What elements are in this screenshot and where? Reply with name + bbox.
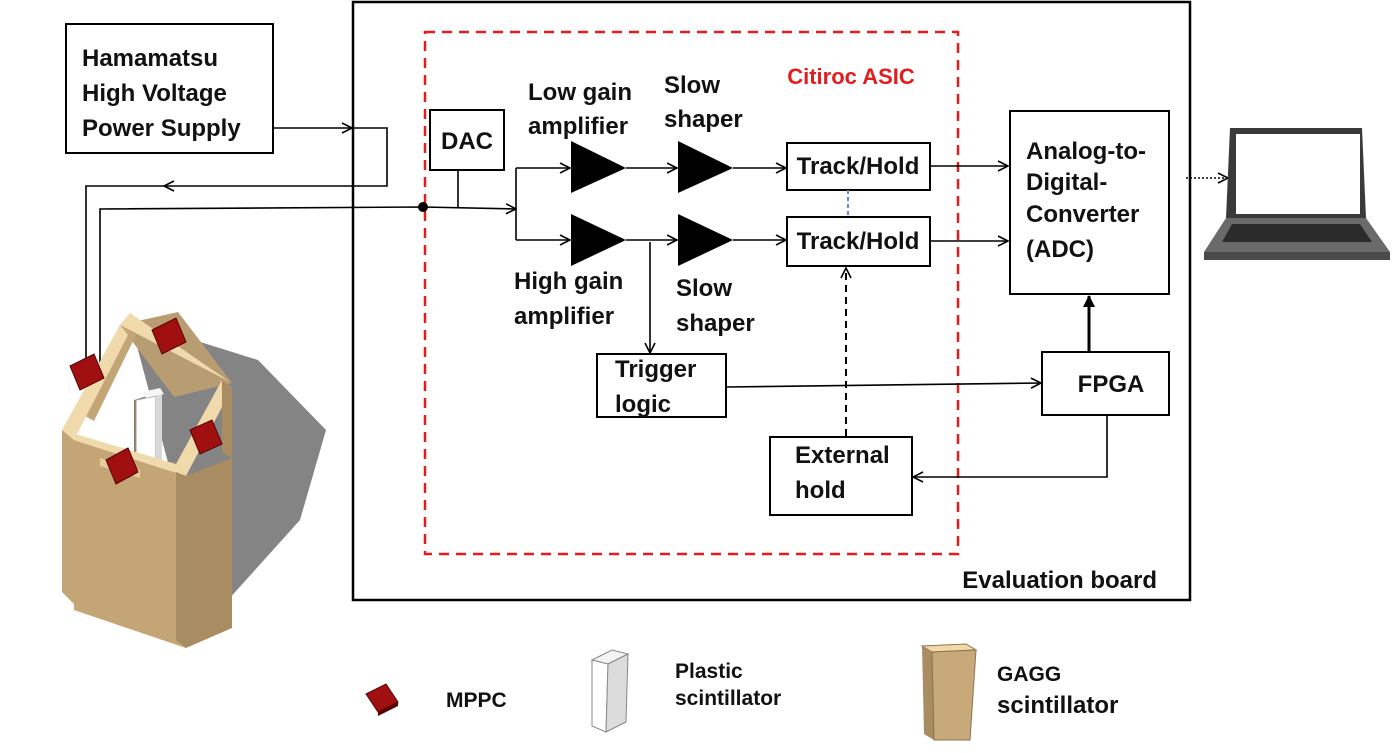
track-hold-top-label: Track/Hold xyxy=(797,153,920,180)
evaluation-board-label: Evaluation board xyxy=(962,567,1157,594)
fpga-box xyxy=(1041,351,1170,416)
slow-shaper-top-label: Slow shaper xyxy=(664,72,743,133)
dac-box xyxy=(429,109,505,171)
external-hold-box xyxy=(769,436,913,516)
trigger-logic-box xyxy=(596,353,727,418)
mppc-icon xyxy=(365,683,399,716)
legend-gagg-label: GAGG scintillator xyxy=(997,663,1118,719)
track-hold-bottom-label: Track/Hold xyxy=(797,228,920,255)
adc-label: Analog-to- Digital- Converter (ADC) xyxy=(1026,138,1153,263)
detector-module-icon xyxy=(62,312,326,648)
slow-shaper-top-triangle xyxy=(678,141,733,193)
track-hold-bottom-box xyxy=(786,216,931,267)
high-gain-amplifier-triangle xyxy=(571,214,626,266)
fpga-to-external-hold-wire xyxy=(913,415,1108,477)
gagg-scintillator-icon xyxy=(920,643,978,741)
trigger-to-fpga-wire xyxy=(725,383,1041,387)
slow-shaper-bottom-triangle xyxy=(678,214,733,266)
signal-wire-from-mppc xyxy=(99,207,516,368)
hv-return-wire xyxy=(164,127,388,186)
citiroc-asic-label: Citiroc ASIC xyxy=(787,64,915,89)
trigger-logic-label: Trigger logic xyxy=(615,356,703,418)
fpga-label: FPGA xyxy=(1078,371,1145,398)
signal-junction-dot xyxy=(418,202,428,212)
evaluation-board-frame xyxy=(351,0,1192,602)
track-hold-top-box xyxy=(786,142,931,191)
laptop-icon xyxy=(1204,128,1390,260)
low-gain-amplifier-label: Low gain amplifier xyxy=(528,79,639,140)
mppc-on-module xyxy=(69,317,223,485)
external-hold-label: External hold xyxy=(795,442,896,504)
high-gain-amplifier-label: High gain amplifier xyxy=(514,268,630,330)
adc-box xyxy=(1009,110,1170,295)
legend-plastic-label: Plastic scintillator xyxy=(675,660,781,710)
low-gain-amplifier-triangle xyxy=(571,141,626,193)
hv-supply-box xyxy=(65,23,274,154)
slow-shaper-bottom-label: Slow shaper xyxy=(676,275,755,337)
dac-label: DAC xyxy=(441,128,493,155)
plastic-scintillator-icon xyxy=(590,649,630,733)
legend-mppc-label: MPPC xyxy=(446,689,507,712)
hv-supply-label: Hamamatsu High Voltage Power Supply xyxy=(82,45,241,142)
bias-wire-to-mppc xyxy=(85,185,164,368)
